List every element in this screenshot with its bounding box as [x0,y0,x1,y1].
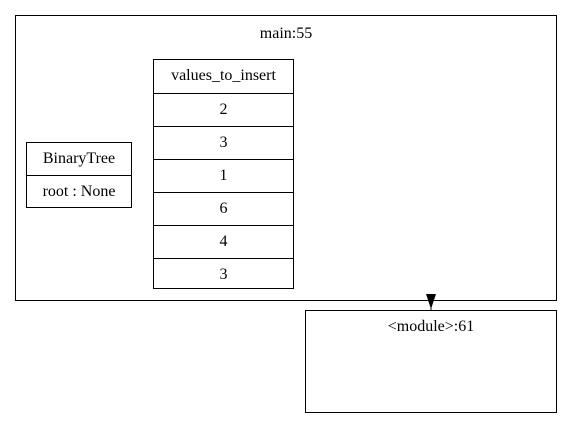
list-item: 4 [154,225,293,258]
list-item: 3 [154,258,293,291]
list-item: 6 [154,192,293,225]
binarytree-root-attribute: root : None [27,175,131,207]
list-item: 3 [154,126,293,159]
frame-module-title: <module>:61 [387,318,475,335]
frame-module: <module>:61 [305,310,557,413]
values-to-insert-list: values_to_insert 2 3 1 6 4 3 [153,59,294,289]
binarytree-object: BinaryTree root : None [26,142,132,208]
list-header: values_to_insert [171,67,276,84]
list-item: 2 [154,93,293,126]
frame-main-title: main:55 [259,25,313,42]
list-item: 1 [154,159,293,192]
binarytree-class-name: BinaryTree [42,150,116,167]
